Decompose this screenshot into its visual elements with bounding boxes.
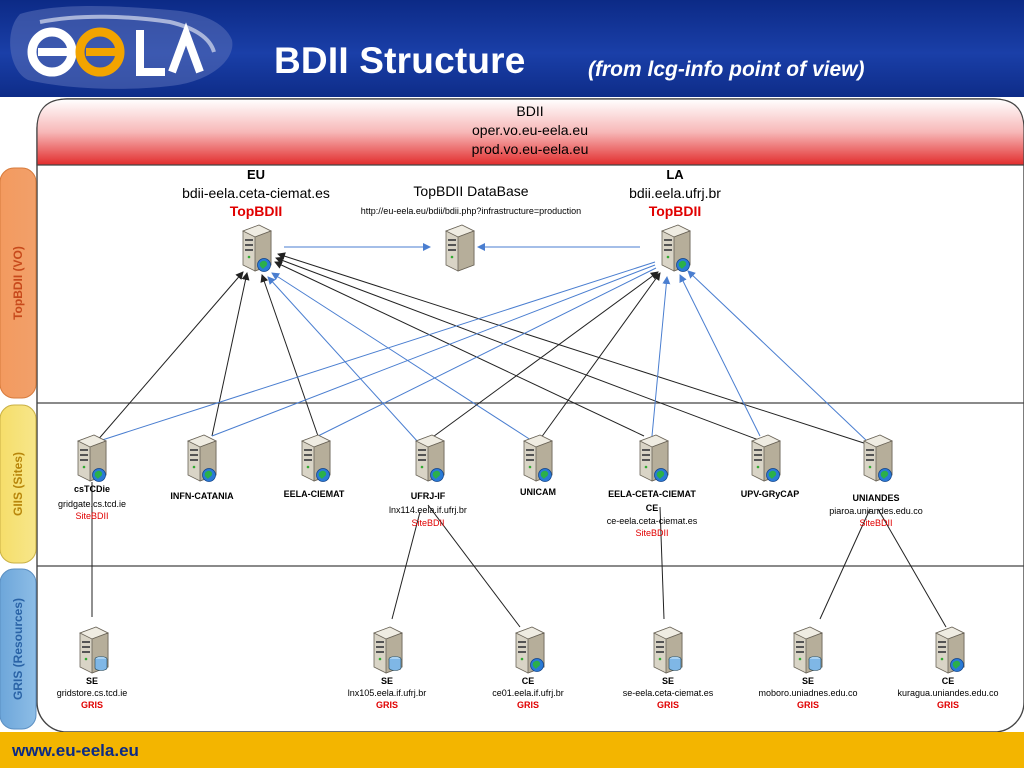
site-name: csTCDie (73, 484, 111, 494)
la-label: LA (666, 167, 684, 182)
site-name: EELA-CIEMAT (283, 489, 345, 499)
resource-type: SE (85, 676, 99, 686)
topbdii-database-server-icon[interactable] (445, 224, 475, 272)
la-role: TopBDII (648, 203, 702, 219)
resource-role: GRIS (796, 700, 820, 710)
gris-band (0, 568, 37, 730)
eu-role: TopBDII (229, 203, 283, 219)
eu-links (95, 252, 871, 446)
site-name: UNICAM (520, 487, 556, 497)
resource-host: lnx105.eela.if.ufrj.br (347, 688, 427, 698)
resource-host: kuragua.uniandes.edu.co (897, 688, 999, 698)
gris-links (91, 482, 947, 628)
site-server-icon[interactable] (187, 434, 217, 482)
site-server-icon[interactable] (77, 434, 107, 482)
bdii-host-prod: prod.vo.eu-eela.eu (471, 141, 589, 157)
eela-logo (10, 6, 233, 89)
resource-server-icon[interactable] (515, 626, 545, 674)
page-title: BDII Structure (274, 40, 526, 81)
eu-host: bdii-eela.ceta-ciemat.es (182, 185, 330, 201)
slide-header: BDII Structure (from lcg-info point of v… (0, 0, 1024, 97)
bdii-host-oper: oper.vo.eu-eela.eu (472, 122, 588, 138)
site-name-line2: CE (645, 503, 659, 513)
giis-layer-label: GIIS (Sites) (11, 451, 25, 517)
gris-layer-label: GRIS (Resources) (11, 597, 25, 701)
site-name: UPV-GRyCAP (740, 489, 800, 499)
eu-blue-links (267, 243, 640, 443)
topbdii-layer-label: TopBDII (VO) (11, 246, 25, 320)
la-topbdii-server-icon[interactable] (661, 224, 691, 272)
resource-role: GRIS (80, 700, 104, 710)
eu-topbdii-server-icon[interactable] (242, 224, 272, 272)
eu-label: EU (246, 167, 266, 182)
resource-server-icon[interactable] (373, 626, 403, 674)
site-role: SiteBDII (411, 518, 445, 528)
site-host: ce-eela.ceta-ciemat.es (606, 516, 698, 526)
resource-server-icon[interactable] (935, 626, 965, 674)
site-role: SiteBDII (635, 528, 669, 538)
resource-role: GRIS (656, 700, 680, 710)
diagram-area: TopBDII (VO) GIIS (Sites) GRIS (Resource… (0, 97, 1024, 732)
resource-type: SE (380, 676, 394, 686)
resource-role: GRIS (936, 700, 960, 710)
resource-server-icon[interactable] (793, 626, 823, 674)
site-name: UNIANDES (852, 493, 900, 503)
la-links (95, 261, 869, 443)
diagram-canvas (0, 98, 1024, 732)
page-subtitle: (from lcg-info point of view) (588, 58, 865, 81)
site-role: SiteBDII (75, 511, 109, 521)
site-name: INFN-CATANIA (170, 491, 234, 501)
site-server-icon[interactable] (863, 434, 893, 482)
resource-host: ce01.eela.if.ufrj.br (492, 688, 564, 698)
resource-role: GRIS (516, 700, 540, 710)
resource-host: se-eela.ceta-ciemat.es (622, 688, 714, 698)
site-server-icon[interactable] (639, 434, 669, 482)
bdii-title: BDII (516, 103, 544, 119)
resource-server-icon[interactable] (79, 626, 109, 674)
site-host: gridgate.cs.tcd.ie (57, 499, 127, 509)
site-server-icon[interactable] (301, 434, 331, 482)
site-role: SiteBDII (859, 518, 893, 528)
site-name: UFRJ-IF (410, 491, 446, 501)
slide-footer: www.eu-eela.eu (0, 732, 1024, 768)
site-host: piaroa.uniandes.edu.co (829, 506, 923, 516)
giis-band (0, 404, 37, 564)
site-server-icon[interactable] (523, 434, 553, 482)
db-url: http://eu-eela.eu/bdii/bdii.php?infrastr… (360, 206, 582, 216)
resource-host: gridstore.cs.tcd.ie (56, 688, 128, 698)
la-host: bdii.eela.ufrj.br (629, 185, 721, 201)
site-server-icon[interactable] (415, 434, 445, 482)
resource-type: SE (661, 676, 675, 686)
resource-type: CE (941, 676, 955, 686)
topbdii-band (0, 167, 37, 399)
resource-type: SE (801, 676, 815, 686)
resource-host: moboro.uniadnes.edu.co (758, 688, 858, 698)
site-name: EELA-CETA-CIEMAT (608, 489, 696, 499)
site-server-icon[interactable] (751, 434, 781, 482)
footer-link[interactable]: www.eu-eela.eu (12, 741, 139, 760)
resource-server-icon[interactable] (653, 626, 683, 674)
site-host: lnx114.eela.if.ufrj.br (389, 505, 467, 515)
resource-type: CE (521, 676, 535, 686)
db-label: TopBDII DataBase (413, 183, 529, 199)
resource-role: GRIS (375, 700, 399, 710)
